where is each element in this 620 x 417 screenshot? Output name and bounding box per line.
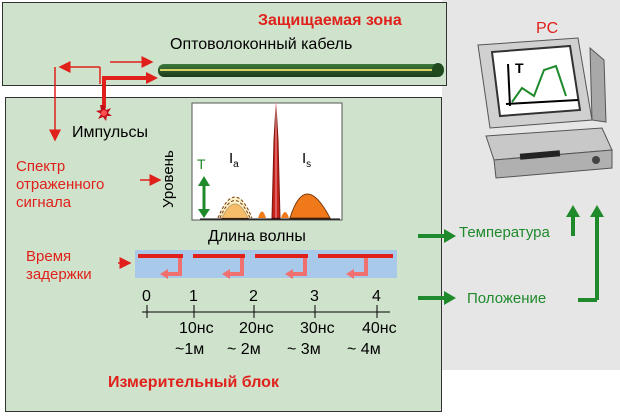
spectrum-label: Спектр отраженного сигнала (16, 158, 104, 212)
signal-arrows (49, 56, 158, 142)
distance-3: ~ 3м (287, 341, 321, 358)
temp-symbol: T (197, 156, 206, 172)
peak-a-label: Ia (229, 150, 239, 170)
time-1: 10нс (179, 320, 214, 337)
delay-label: Время задержки (26, 248, 92, 284)
distance-2: ~ 2м (227, 341, 261, 358)
tick-3: 3 (310, 288, 319, 305)
output-temperature: Температура (459, 224, 550, 241)
fiber-cable (158, 63, 444, 77)
tick-1: 1 (189, 288, 198, 305)
starburst-pulse-icon (96, 105, 112, 121)
pc-label: PC (536, 20, 559, 37)
unit-title: Измерительный блок (108, 374, 279, 391)
time-4: 40нс (362, 320, 397, 337)
level-axis-label: Уровень (160, 150, 177, 208)
distance-4: ~ 4м (347, 341, 381, 358)
output-arrows (418, 205, 604, 305)
time-3: 30нс (300, 320, 335, 337)
time-2: 20нс (239, 320, 274, 337)
tick-0: 0 (142, 288, 151, 305)
output-position: Положение (467, 290, 547, 307)
spectrum-plot (140, 102, 343, 221)
computer-icon (477, 37, 613, 179)
cable-label: Оптоволоконный кабель (170, 36, 353, 53)
distance-1: ~1м (175, 341, 205, 358)
wavelength-label: Длина волны (208, 228, 306, 245)
tick-4: 4 (372, 288, 381, 305)
pc-screen-symbol: T (515, 60, 524, 76)
spectrum-label-line-3: сигнала (16, 194, 72, 211)
spectrum-label-line-1: Спектр (16, 158, 66, 175)
delay-label-line-2: задержки (26, 266, 92, 283)
delay-timeline (118, 250, 397, 318)
tick-2: 2 (249, 288, 258, 305)
pulses-label: Импульсы (72, 124, 148, 141)
peak-s-label: Is (302, 150, 312, 170)
spectrum-label-line-2: отраженного (16, 176, 105, 193)
zone-title: Защищаемая зона (258, 12, 402, 29)
delay-label-line-1: Время (26, 248, 72, 265)
